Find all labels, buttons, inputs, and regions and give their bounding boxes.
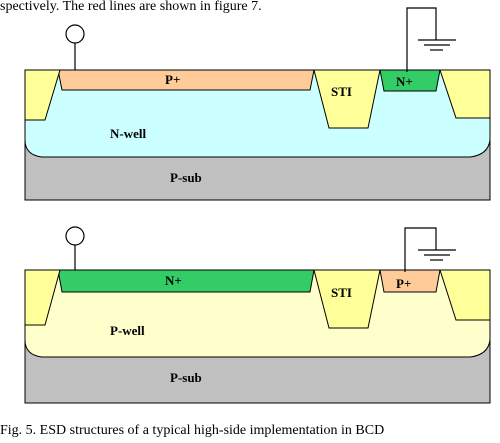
bottom-left-diffusion-label: N+ [165,273,182,288]
top-sti-right [439,69,491,119]
bottom-sti-right [439,269,491,321]
top-p-plus-region [57,69,315,91]
bottom-well-label: P-well [110,323,145,338]
bottom-input-pad-icon [65,226,85,246]
bottom-right-diffusion-label: P+ [396,276,411,291]
bottom-sti-middle [313,269,381,329]
bottom-sti-label: STI [331,285,352,300]
top-input-pad-icon [65,24,85,44]
diagram-top: P+ STI N+ N-well P-sub [24,7,491,201]
top-well-label: N-well [110,126,146,141]
diagram-bottom: N+ STI P+ P-well P-sub [24,226,491,404]
top-right-diffusion-label: N+ [396,74,413,89]
top-n-plus-region [379,69,441,92]
top-ground-icon [418,39,456,51]
top-sti-middle [313,69,381,129]
top-ground-wire [406,7,437,72]
top-sti-label: STI [331,84,352,99]
bottom-sti-left [24,269,61,326]
bottom-p-plus-region [379,269,441,293]
bottom-n-plus-region [57,269,315,293]
top-left-diffusion-label: P+ [165,72,180,87]
top-substrate-label: P-sub [170,170,202,185]
header-text: spectively. The red lines are shown in f… [0,0,262,14]
bottom-ground-wire [404,227,437,272]
bottom-ground-icon [418,249,456,261]
bottom-substrate-label: P-sub [170,370,202,385]
footer-caption: Fig. 5. ESD structures of a typical high… [0,423,384,438]
top-sti-left [24,69,61,121]
